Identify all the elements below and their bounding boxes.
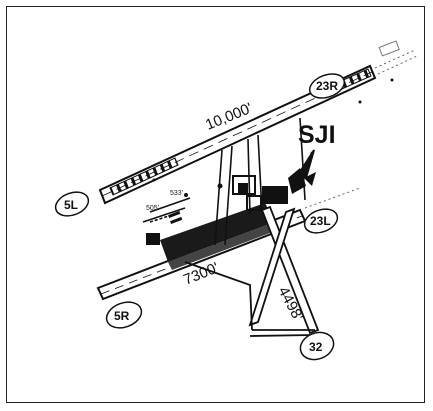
runway-label-5l: 5L: [54, 191, 90, 217]
markings: [118, 78, 394, 225]
runway-label-23r: 23R: [308, 73, 346, 99]
apron-terminal: [146, 168, 316, 270]
runway-label-23r-text: 23R: [316, 79, 338, 93]
arrow-icon: [298, 149, 315, 180]
runway-label-23l-text: 23L: [310, 214, 331, 228]
runway-label-5l-text: 5L: [64, 198, 78, 212]
runway-label-23l: 23L: [303, 208, 339, 234]
elevation-label-1: 533': [170, 190, 183, 197]
runway-label-32: 32: [299, 331, 335, 361]
runway-32: [184, 205, 320, 337]
airport-code: SJI: [298, 121, 336, 149]
runway-5l-23r: [98, 40, 418, 205]
elevation-label-2: 505': [146, 205, 159, 212]
taxiways: [142, 117, 306, 246]
runway-label-32-text: 32: [309, 340, 323, 354]
runway-label-5r: 5R: [105, 301, 143, 329]
runway-label-5r-text: 5R: [114, 309, 130, 323]
